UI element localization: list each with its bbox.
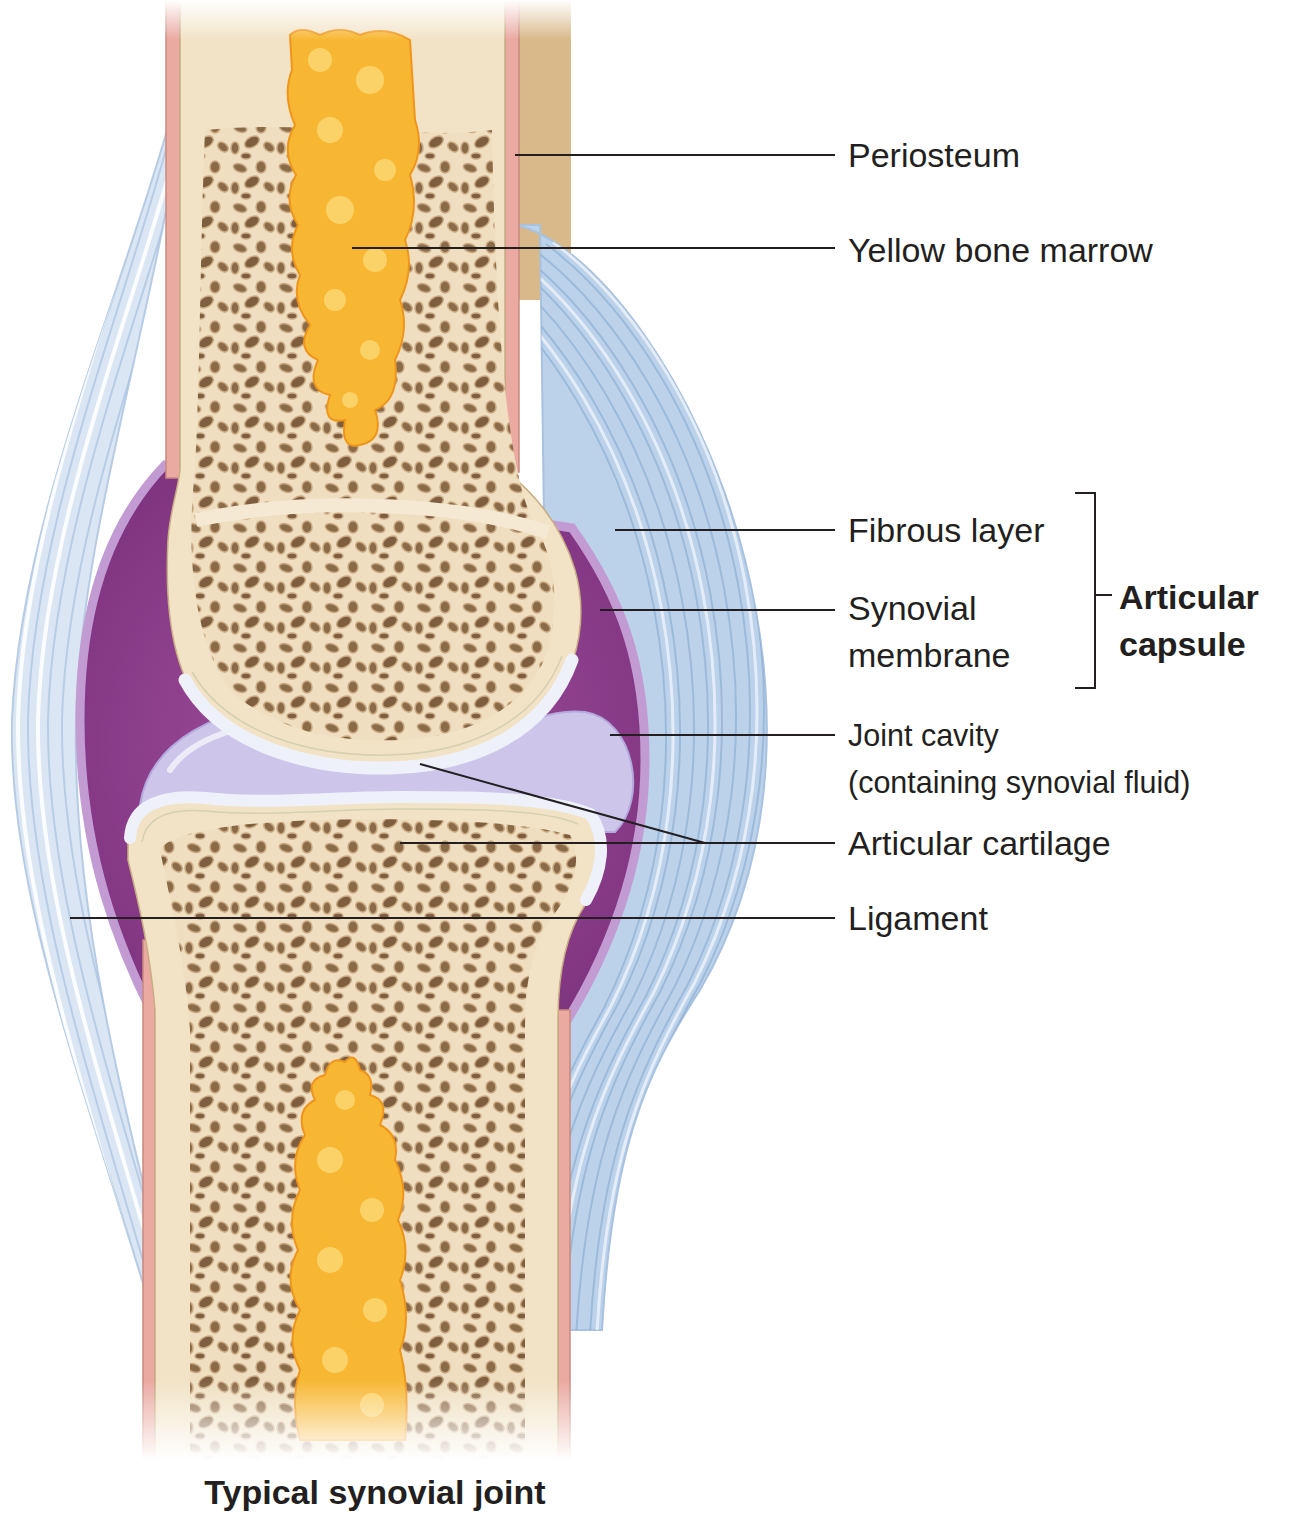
- leader-line: [70, 917, 835, 919]
- leader-lines: [70, 155, 835, 918]
- fade: [0, 0, 800, 40]
- part-label: Joint cavity (containing synovial fluid): [848, 712, 1286, 806]
- cartilage-edge: [142, 809, 578, 842]
- articular-cartilage: [185, 660, 572, 768]
- group-label: Articular capsule: [1119, 574, 1287, 668]
- label-line: (containing synovial fluid): [848, 759, 1286, 806]
- caption: Typical synovial joint: [0, 1469, 750, 1515]
- label-slot: Synovial membrane: [848, 585, 1063, 679]
- label-slot: Fibrous layer: [848, 507, 1073, 554]
- marrow-texture: [308, 48, 396, 408]
- leader-line: [515, 154, 835, 156]
- label-line: Joint cavity: [848, 712, 1286, 759]
- label-slot: Yellow bone marrow: [848, 227, 1278, 274]
- yellow-marrow: [288, 30, 419, 446]
- part-label: Articular cartilage: [848, 820, 1278, 867]
- part-label: Fibrous layer: [848, 507, 1073, 554]
- leader-line: [600, 609, 835, 611]
- label-slot: Typical synovial joint: [0, 1469, 750, 1515]
- label-slot: Articular capsule: [1119, 574, 1287, 668]
- periosteum: [505, 0, 519, 472]
- label-slot: Periosteum: [848, 132, 1278, 179]
- part-label: Synovial membrane: [848, 585, 1063, 679]
- fade: [0, 1380, 800, 1460]
- leader-line: [400, 842, 705, 844]
- part-label: Yellow bone marrow: [848, 227, 1278, 274]
- marrow-texture: [317, 1090, 387, 1417]
- cartilage-edge: [192, 656, 562, 755]
- part-label: Ligament: [848, 895, 1278, 942]
- leader-line: [610, 734, 835, 736]
- epiphyseal-line: [196, 505, 548, 532]
- upper-bone: [167, 0, 580, 768]
- label-slot: Joint cavity (containing synovial fluid): [848, 712, 1286, 806]
- bracket: [1075, 493, 1112, 688]
- leader-line: [352, 247, 835, 249]
- periosteum: [166, 0, 180, 478]
- label-slot: Ligament: [848, 895, 1278, 942]
- label-slot: Articular cartilage: [848, 820, 1278, 867]
- part-label: Periosteum: [848, 132, 1278, 179]
- leader-line: [420, 764, 835, 843]
- articular-cartilage: [130, 797, 601, 900]
- leader-line: [615, 529, 835, 531]
- fade: [0, 1460, 800, 1515]
